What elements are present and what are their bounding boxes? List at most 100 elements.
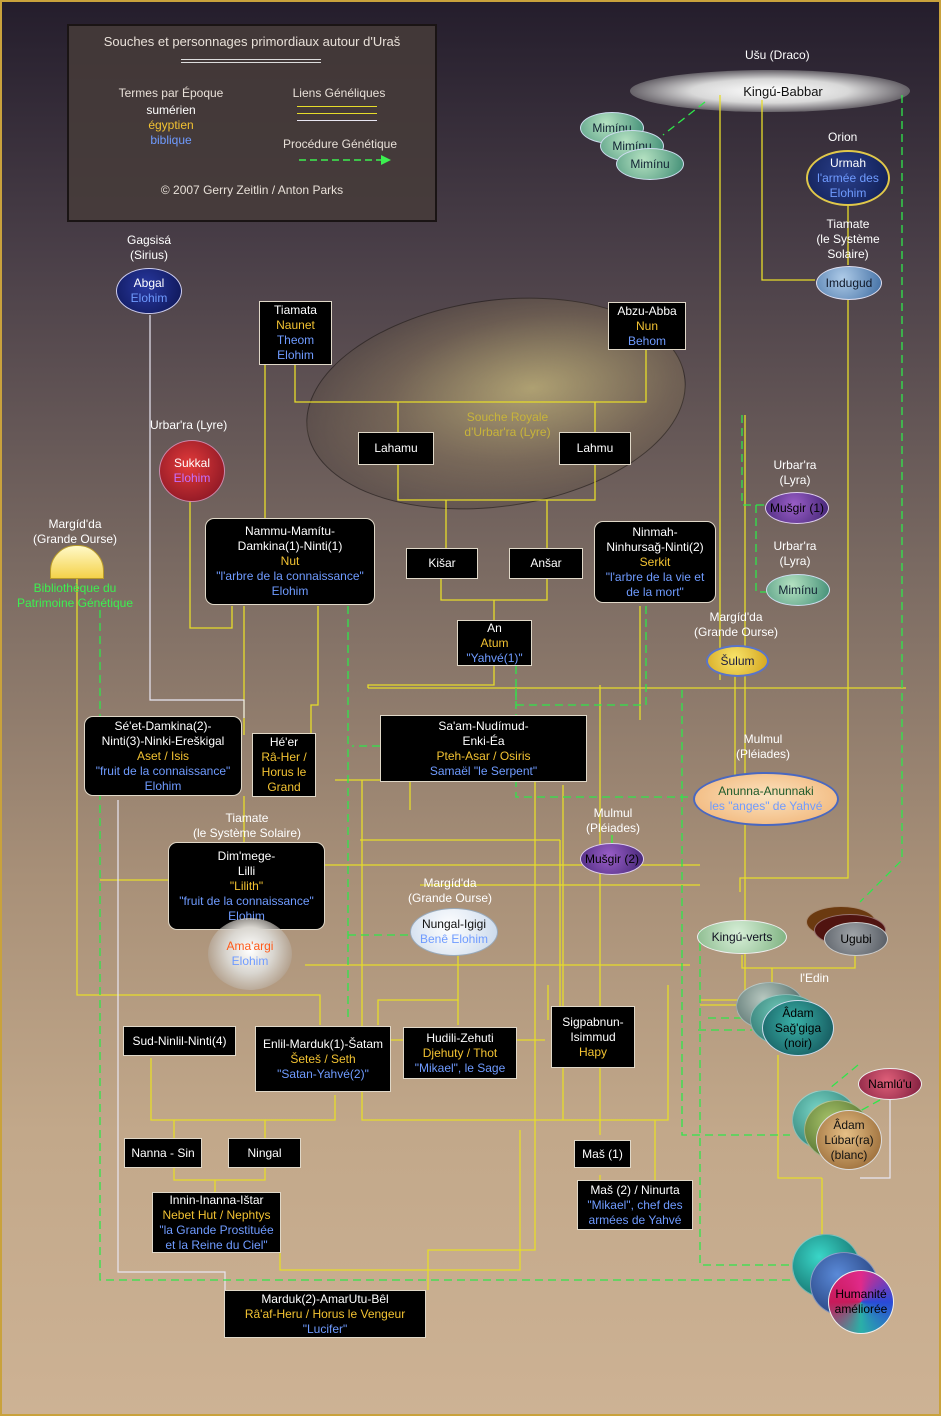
node-innin-bib1: "la Grande Prostituée: [159, 1222, 274, 1237]
node-ninmah-bib2: de la mort": [626, 584, 684, 599]
label-edin: l'Edin: [800, 971, 829, 985]
node-set-damkina-egy: Aset / Isis: [136, 748, 189, 763]
node-mas-1: Maš (1): [574, 1140, 631, 1168]
label-margida-right-line1: Margíd'da: [709, 610, 763, 624]
node-tiamata: Tiamata Naunet Theom Elohim: [259, 301, 332, 365]
node-innin-egy: Nebet Hut / Nephtys: [162, 1207, 271, 1222]
node-marduk2-bib: "Lucifer": [302, 1321, 348, 1336]
node-nammu-bib1: "l'arbre de la connaissance": [216, 569, 364, 583]
node-urmah-sum: Urmah: [829, 155, 866, 170]
node-heer-egy2: Horus le: [261, 765, 307, 779]
node-mas-2-sum: Maš (2) / Ninurta: [590, 1182, 680, 1197]
node-heer-egy: Râ-Her /: [261, 750, 307, 764]
legend-yellow-line-2: [297, 113, 377, 114]
node-ugubi: Ugubi: [824, 922, 888, 956]
node-an-bib: "Yahvé(1)": [466, 650, 523, 665]
label-margida-left-line2: (Grande Ourse): [32, 532, 118, 546]
node-abgal-bib: Elohim: [130, 291, 168, 305]
node-heer: Hé'er Râ-Her / Horus le Grand: [252, 733, 316, 797]
node-set-damkina-bib1: "fruit de la connaissance": [95, 763, 231, 778]
node-nungal-sum: Nungal-Igigi: [421, 917, 487, 931]
library-icon: [50, 545, 104, 579]
label-mulmul-2-line2: (Pléiades): [585, 821, 641, 835]
node-an-egy: Atum: [480, 635, 509, 650]
label-tiamate-mid: Tiamate (le Système Solaire): [185, 811, 309, 841]
node-set-damkina-bib2: Elohim: [144, 778, 182, 793]
node-nanna: Nanna - Sin: [124, 1138, 202, 1168]
node-sigpabnun-egy: Hapy: [578, 1044, 607, 1059]
library-label-line2: Patrimoine Génétique: [16, 596, 134, 610]
node-tiamata-bib1: Theom: [276, 333, 315, 347]
node-musgir-1: Mušgir (1): [765, 492, 829, 524]
node-saam-l1: Sa'am-Nudímud-: [438, 718, 529, 733]
node-enlil-l1: Enlil-Marduk(1)-Šatam: [262, 1036, 384, 1051]
node-kisar: Kišar: [406, 548, 478, 579]
node-adam-lubar-l1: Âdam: [833, 1117, 865, 1132]
node-hudili-bib: "Mikael", le Sage: [414, 1060, 506, 1075]
node-nammu-l2: Damkina(1)-Ninti(1): [237, 539, 343, 553]
node-anunna-bib: les "anges" de Yahvé: [709, 799, 823, 813]
node-innin-sum: Innin-Inanna-Ištar: [169, 1192, 264, 1207]
node-heer-sum: Hé'er: [269, 735, 299, 749]
label-margida-right: Margíd'da (Grande Ourse): [688, 610, 784, 640]
legend-title: Souches et personnages primordiaux autou…: [103, 34, 401, 49]
node-adam-sagiga-l3: (noir): [783, 1035, 812, 1050]
label-gagsisa: Gagsisá (Sirius): [112, 233, 186, 263]
node-dimmege-l1: Dim'mege-: [217, 848, 276, 863]
node-imdugud: Imdugud: [816, 266, 882, 300]
node-kingu-babbar: Kingú-Babbar: [743, 84, 823, 99]
node-namluu: Namlú'u: [858, 1068, 922, 1100]
legend-yellow-line: [297, 106, 377, 107]
node-innin-bib2: et la Reine du Ciel": [165, 1237, 268, 1252]
kingu-glow: [630, 70, 910, 112]
node-ninmah-l1: Ninmah-: [632, 524, 678, 539]
node-ninmah: Ninmah- Ninhursağ-Ninti(2) Serkit "l'arb…: [594, 521, 716, 603]
node-ansar: Anšar: [509, 548, 583, 579]
node-tiamata-sum: Tiamata: [274, 303, 317, 317]
legend-green-arrow: [299, 155, 391, 165]
node-nammu-bib2: Elohim: [271, 584, 309, 598]
node-sukkal-sum: Sukkal: [173, 456, 211, 470]
node-anunna: Anunna-Anunnaki les "anges" de Yahvé: [693, 772, 839, 826]
label-tiamate-mid-line1: Tiamate: [225, 811, 269, 825]
node-kingu-verts: Kingú-verts: [697, 920, 787, 954]
label-tiamate-top-line1: Tiamate: [826, 217, 870, 231]
node-sukkal: Sukkal Elohim: [159, 440, 225, 502]
legend-links-title: Liens Généliques: [292, 86, 386, 100]
node-nungal-bib: Benê Elohim: [419, 932, 489, 946]
node-sud: Sud-Ninlil-Ninti(4): [123, 1026, 236, 1056]
node-mas-2: Maš (2) / Ninurta "Mikael", chef des arm…: [577, 1180, 693, 1230]
node-hudili-sum: Hudili-Zehuti: [426, 1030, 494, 1045]
label-urbara-r2-line1: Urbar'ra: [773, 539, 817, 553]
node-abzu-bib: Behom: [627, 333, 667, 348]
node-nungal: Nungal-Igigi Benê Elohim: [410, 908, 498, 956]
node-an-sum: An: [487, 620, 502, 635]
label-tiamate-top-line3: Solaire): [827, 247, 869, 261]
label-usu: Ušu (Draco): [745, 48, 810, 62]
node-ninmah-bib1: "l'arbre de la vie et: [605, 569, 705, 584]
node-adam-lubar-l2: Lúbar(ra): [824, 1132, 874, 1147]
node-marduk2-egy: Râ'af-Heru / Horus le Vengeur: [244, 1306, 406, 1321]
label-tiamate-mid-line2: (le Système Solaire): [192, 826, 302, 840]
node-enlil: Enlil-Marduk(1)-Šatam Šeteš / Seth "Sata…: [255, 1026, 391, 1092]
node-tiamata-bib2: Elohim: [277, 348, 314, 362]
node-ninmah-l2: Ninhursağ-Ninti(2): [606, 539, 704, 554]
node-nammu-l1: Nammu-Mamítu-: [244, 524, 335, 538]
node-lahmu: Lahmu: [559, 432, 631, 465]
node-adam-sagiga-l1: Âdam: [782, 1005, 814, 1020]
node-humanite-l1: Humanité: [835, 1287, 887, 1301]
node-abzu-egy: Nun: [635, 318, 658, 333]
node-humanite-l2: améliorée: [834, 1302, 888, 1316]
legend-egyptian: égyptien: [148, 118, 194, 132]
legend-title-divider: [181, 59, 321, 63]
legend-sumerian: sumérien: [146, 103, 196, 117]
node-anunna-sum: Anunna-Anunnaki: [718, 784, 814, 798]
node-nammu-egy: Nut: [280, 554, 300, 568]
label-mulmul-2: Mulmul (Pléiades): [578, 806, 648, 836]
node-adam-lubar: Âdam Lúbar(ra) (blanc): [816, 1110, 882, 1170]
label-urbara-r1-line1: Urbar'ra: [773, 458, 817, 472]
node-adam-sagiga: Âdam Sağ'giga (noir): [762, 1000, 834, 1056]
node-set-damkina: Sé'et-Damkina(2)- Ninti(3)-Ninki-Ereškig…: [84, 716, 242, 796]
label-royal-line2: d'Urbar'ra (Lyre): [464, 425, 551, 439]
label-royal-line1: Souche Royale: [466, 410, 549, 424]
